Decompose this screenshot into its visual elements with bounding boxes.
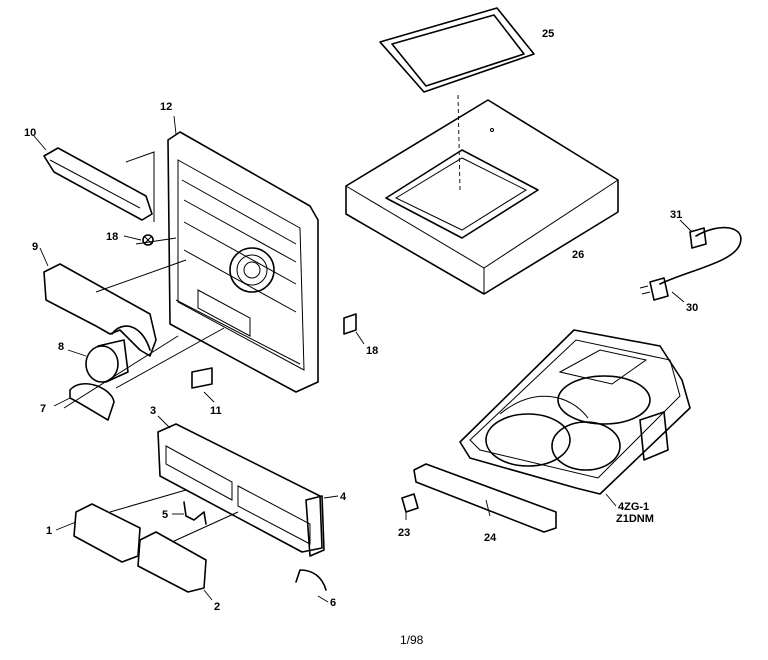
- callout-4zg-line1: 4ZG-1: [618, 501, 649, 513]
- part-10-trim: [33, 135, 155, 222]
- callout-12: 12: [160, 101, 172, 113]
- callout-31: 31: [670, 209, 682, 221]
- assembly-lines: [63, 237, 225, 409]
- callout-25: 25: [542, 28, 554, 40]
- callout-3: 3: [150, 405, 156, 417]
- callout-7: 7: [40, 403, 46, 415]
- part-2-door-right: [137, 511, 239, 601]
- callout-6: 6: [330, 597, 336, 609]
- callout-23: 23: [398, 527, 410, 539]
- callout-10: 10: [24, 127, 36, 139]
- part-23-button: [401, 493, 419, 520]
- callout-18-left: 18: [106, 231, 118, 243]
- callout-1: 1: [46, 525, 52, 537]
- callout-24: 24: [484, 532, 497, 544]
- part-3-cassette-frame: [157, 415, 323, 553]
- part-31-30-power-cord: [639, 219, 742, 303]
- callout-5: 5: [162, 509, 168, 521]
- callout-26: 26: [572, 249, 584, 261]
- callout-30: 30: [686, 302, 698, 314]
- callout-8: 8: [58, 341, 64, 353]
- part-24-trim-strip: [413, 463, 557, 533]
- part-7-ring: [53, 382, 115, 421]
- part-18-clip-left: [123, 234, 154, 246]
- part-12-front-panel: [167, 115, 319, 393]
- part-4zg-1-cd-mechanism: [459, 329, 691, 507]
- callout-18-right: 18: [366, 345, 378, 357]
- part-26-top-cover: [345, 99, 619, 295]
- callout-labels: 25 12 10 18 9 26 31 30 18 8 7 11 3 4 5 1…: [24, 28, 698, 613]
- part-4-bracket: [305, 495, 339, 557]
- page-code: 1/98: [400, 633, 424, 647]
- part-11-plate: [191, 367, 215, 403]
- callout-4: 4: [340, 491, 347, 503]
- part-5-spring: [172, 501, 207, 525]
- part-9-display-window: [39, 247, 157, 357]
- callout-9: 9: [32, 241, 38, 253]
- part-6-spring-wire: [295, 569, 329, 603]
- callout-4zg-line2: Z1DNM: [616, 513, 654, 525]
- callout-11: 11: [210, 405, 222, 417]
- callout-2: 2: [214, 601, 220, 613]
- part-18-clip-right: [343, 313, 365, 345]
- part-1-door-left: [55, 489, 187, 563]
- part-8-knob: [67, 339, 129, 383]
- part-25-top-gasket: [379, 7, 535, 191]
